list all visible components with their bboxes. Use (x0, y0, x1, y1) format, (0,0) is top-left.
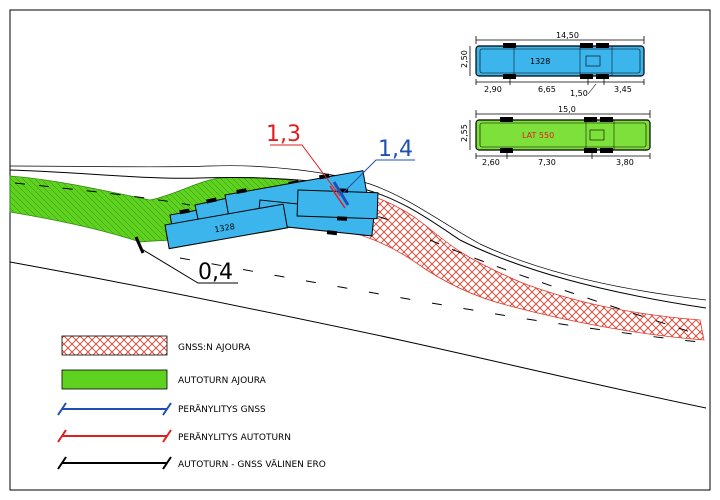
blue-measure-value: 1,4 (378, 137, 413, 162)
legend-difference-label: AUTOTURN - GNSS VÄLINEN ERO (178, 459, 326, 470)
legend-autoturn-swatch (61, 369, 168, 390)
bus-1328-front-overhang: 2,90 (484, 85, 502, 94)
bus-1328-drawing: 14,50 2,50 1328 2,90 6,65 1,50 3,45 (460, 31, 645, 98)
bus-lat550-front-overhang: 2,60 (482, 158, 500, 167)
legend-gnss-label: GNSS:N AJOURA (178, 343, 251, 353)
legend-autoturn-label: AUTOTURN AJOURA (178, 376, 267, 386)
bus-on-road-group: 1328 (164, 170, 379, 250)
black-measure-value: 0,4 (198, 260, 233, 285)
red-leader-line (270, 144, 341, 197)
bus-lat550-length: 15,0 (558, 105, 576, 114)
bus-1328-wheelbase: 6,65 (538, 85, 556, 94)
bus-lat550-drawing: 15,0 2,55 LAT 550 2,60 7,30 3,80 (460, 105, 651, 167)
blue-leader-line (341, 159, 415, 195)
black-leader-line (139, 247, 238, 284)
bus-1328-tag-axle: 1,50 (570, 89, 588, 98)
bus-1328-body (475, 45, 645, 77)
legend-autoturn-swing-label: PERÄNYLITYS AUTOTURN (178, 432, 291, 443)
road-bus-label: 1328 (214, 222, 236, 234)
blue-swing-marker (332, 181, 350, 206)
bus-1328-length: 14,50 (556, 31, 579, 40)
bus-1328-rear-overhang: 3,45 (614, 85, 632, 94)
bus-lat550-body (475, 119, 651, 151)
bus-lat550-label: LAT 550 (522, 131, 554, 140)
legend-gnss-swing-label: PERÄNYLITYS GNSS (178, 404, 266, 415)
red-swing-marker (329, 185, 346, 209)
black-difference-marker (134, 236, 145, 254)
red-measure-value: 1,3 (266, 122, 301, 147)
bus-1328-label: 1328 (530, 57, 550, 66)
bus-lat550-wheelbase: 7,30 (538, 158, 556, 167)
legend: GNSS:N AJOURA AUTOTURN AJOURA PERÄNYLITY… (57, 335, 326, 470)
drawing-frame (9, 9, 711, 491)
bus-1328-width: 2,50 (460, 50, 469, 68)
bus-lat550-rear-overhang: 3,80 (616, 158, 634, 167)
bus-lat550-width: 2,55 (460, 124, 469, 142)
bus-on-road-front (164, 203, 288, 250)
bus-on-road-5 (296, 189, 379, 220)
legend-gnss-swatch (61, 335, 168, 356)
